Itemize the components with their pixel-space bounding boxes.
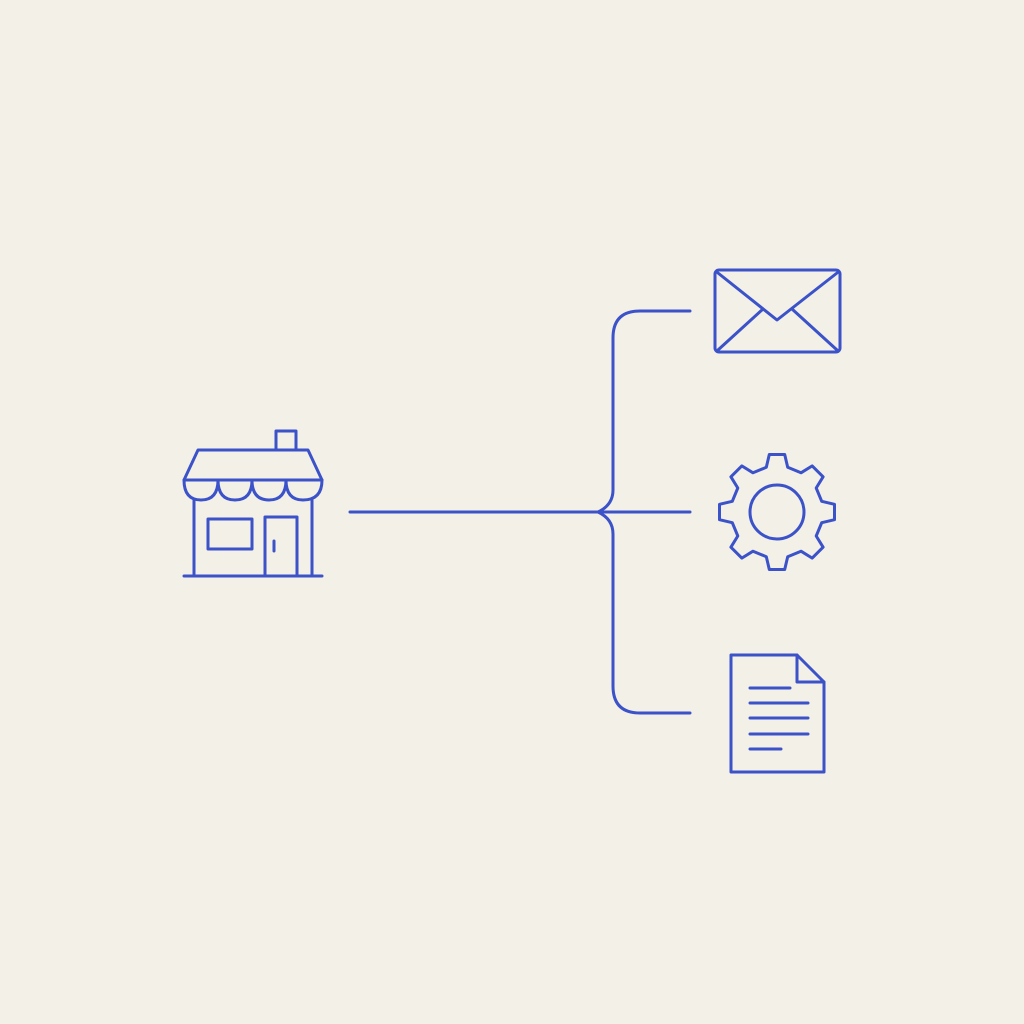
document-icon <box>729 653 826 774</box>
gear-icon <box>718 453 836 571</box>
storefront-icon <box>182 429 324 578</box>
connector-to-document <box>596 510 692 715</box>
envelope-icon <box>713 268 842 354</box>
connector-to-envelope <box>596 309 692 514</box>
connector-lines <box>348 309 692 715</box>
